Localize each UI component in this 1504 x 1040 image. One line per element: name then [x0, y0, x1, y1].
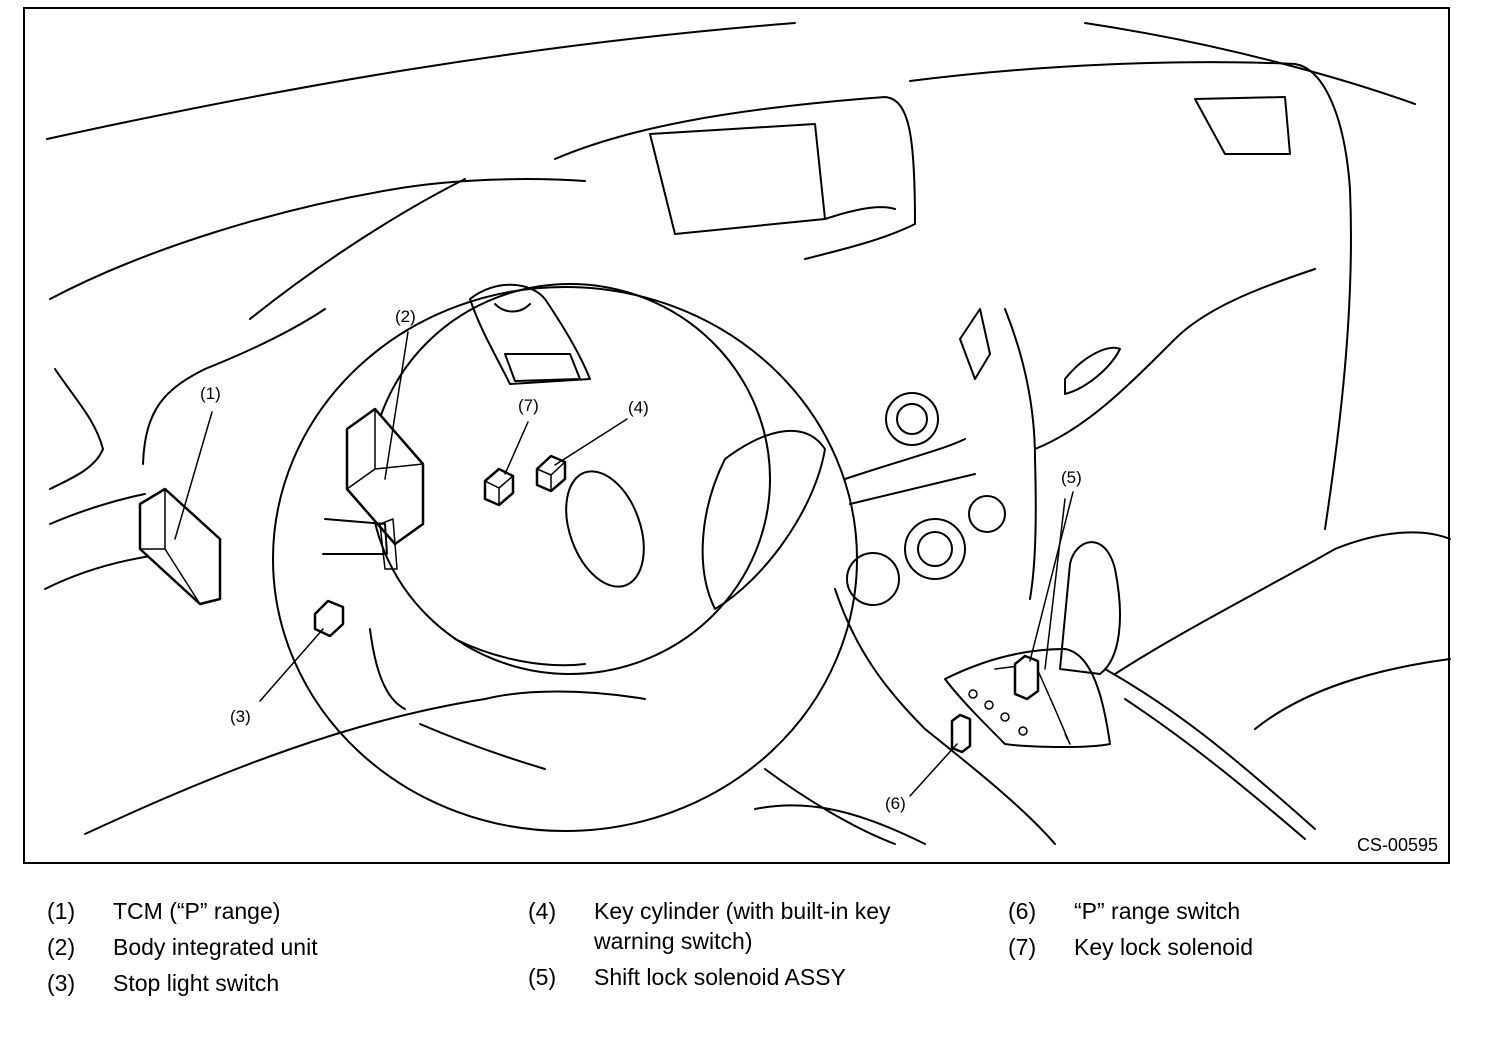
- steering-hub: [565, 470, 645, 588]
- legend-text: Shift lock solenoid ASSY: [594, 964, 846, 990]
- dash-top-left: [49, 178, 586, 300]
- legend-text: TCM (“P” range): [113, 898, 281, 924]
- callout-1: (1): [200, 384, 221, 403]
- windshield-edge-right: [1084, 22, 1416, 105]
- callout-4: (4): [628, 398, 649, 417]
- legend-item: (6) “P” range switch: [1008, 896, 1414, 926]
- seat-top: [1114, 531, 1451, 675]
- legend-item: (4) Key cylinder (with built-in key warn…: [528, 896, 934, 956]
- wheel-spoke-right: [701, 429, 826, 610]
- leader-5b: [1044, 498, 1066, 670]
- legend-number: (6): [1008, 898, 1037, 924]
- lower-console: [764, 768, 896, 845]
- p-range-switch-part: [950, 713, 972, 754]
- key-lock-solenoid-edge: [484, 475, 514, 506]
- legend-column-1: (1) TCM (“P” range) (2) Body integrated …: [47, 896, 453, 1004]
- callout-6: (6): [885, 794, 906, 813]
- legend-column-3: (6) “P” range switch (7) Key lock soleno…: [1008, 896, 1414, 968]
- console-front: [834, 588, 1056, 845]
- biu-edge: [346, 408, 424, 490]
- legend-item: (5) Shift lock solenoid ASSY: [528, 962, 934, 992]
- display-base: [824, 206, 896, 220]
- knee-line: [419, 723, 546, 770]
- knob-right: [968, 495, 1006, 533]
- callout-2: (2): [395, 307, 416, 326]
- tcm-edge: [139, 488, 201, 605]
- lower-console-2: [754, 804, 926, 845]
- right-vent: [1064, 346, 1121, 395]
- callout-7: (7): [518, 396, 539, 415]
- key-cylinder-edge: [536, 461, 566, 492]
- passenger-dash: [1034, 268, 1316, 450]
- tcm-part: [138, 487, 222, 606]
- legend-text: Body integrated unit: [113, 934, 318, 960]
- wheel-spoke-bottom: [454, 638, 586, 667]
- shift-lock-solenoid-part: [1013, 654, 1040, 701]
- console-line: [844, 438, 966, 480]
- legend-number: (4): [528, 898, 557, 924]
- display-screen: [649, 123, 826, 235]
- left-trim-2: [44, 553, 166, 590]
- console-side: [1004, 308, 1037, 600]
- legend-text: Key cylinder (with built-in key warning …: [594, 898, 891, 954]
- dash-top-right: [909, 61, 1352, 530]
- callout-5: (5): [1061, 468, 1082, 487]
- leader-1: [174, 411, 213, 540]
- dash-crease: [249, 178, 466, 320]
- left-dash-curve: [142, 308, 326, 465]
- legend-item: (3) Stop light switch: [47, 968, 453, 998]
- shift-knob: [1059, 541, 1121, 675]
- legend-text: Stop light switch: [113, 970, 280, 996]
- column-collar: [504, 353, 581, 382]
- knob-center: [904, 518, 966, 580]
- legend-text: Key lock solenoid: [1074, 934, 1253, 960]
- steering-wheel-rim: [272, 286, 858, 832]
- console-edge: [1104, 668, 1316, 830]
- windshield-edge: [46, 22, 796, 140]
- leader-2: [384, 331, 409, 480]
- component-location-figure: (1) (2) (3) (4) (5) (6) (7) CS-00595: [23, 7, 1451, 864]
- stop-light-switch-part: [313, 599, 345, 638]
- vent-knob-top: [885, 392, 939, 446]
- console-line-2: [849, 473, 976, 505]
- shifter-plate: [944, 648, 1111, 749]
- knee-bolster: [84, 690, 646, 835]
- legend-column-2: (4) Key cylinder (with built-in key warn…: [528, 896, 934, 998]
- legend-number: (5): [528, 964, 557, 990]
- left-trim: [49, 493, 146, 525]
- leader-3: [259, 628, 324, 702]
- stalk-tip: [379, 518, 398, 570]
- steering-wheel-inner: [369, 283, 771, 675]
- legend-item: (7) Key lock solenoid: [1008, 932, 1414, 962]
- dashboard-drawing: [44, 22, 1451, 845]
- column-top: [494, 303, 531, 313]
- far-right-vent: [1194, 96, 1291, 155]
- leader-7: [504, 421, 529, 475]
- callout-3: (3): [230, 707, 251, 726]
- knob-center-inner: [917, 531, 953, 567]
- vent-knob-top-inner: [896, 403, 928, 435]
- leader-6: [909, 743, 958, 797]
- left-panel: [49, 368, 104, 490]
- leader-4: [554, 418, 628, 466]
- legend-number: (2): [47, 934, 76, 960]
- legend-number: (7): [1008, 934, 1037, 960]
- legend-text: “P” range switch: [1074, 898, 1241, 924]
- column-stalk: [322, 518, 388, 555]
- console-edge-2: [1124, 698, 1306, 840]
- wheel-spoke-left: [369, 628, 406, 710]
- key-cylinder-part: [535, 454, 567, 493]
- key-lock-solenoid-part: [483, 467, 515, 507]
- legend-item: (1) TCM (“P” range): [47, 896, 453, 926]
- legend-number: (3): [47, 970, 76, 996]
- cluster-hood: [554, 96, 916, 260]
- seat-curve: [1254, 658, 1451, 730]
- knob-left: [846, 552, 900, 606]
- steering-column: [469, 283, 591, 385]
- legend-item: (2) Body integrated unit: [47, 932, 453, 962]
- legend-number: (1): [47, 898, 76, 924]
- side-vent: [959, 308, 991, 380]
- leader-5: [1029, 491, 1074, 662]
- figure-code: CS-00595: [1356, 835, 1438, 855]
